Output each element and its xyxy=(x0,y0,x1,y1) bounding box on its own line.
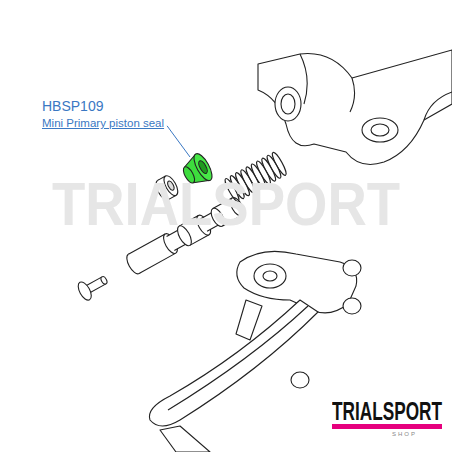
pivot-boss xyxy=(362,118,398,142)
lever-blade xyxy=(149,300,318,426)
body-detail xyxy=(300,54,452,120)
part-number: HBSP109 xyxy=(42,99,103,114)
part-name: Mini Primary piston seal xyxy=(42,117,164,130)
leader-line xyxy=(167,126,190,157)
bore xyxy=(275,87,301,121)
logo-text: TRIALSPORT xyxy=(332,397,442,426)
master-cylinder-body xyxy=(258,50,452,164)
lever-tail xyxy=(160,426,210,452)
reach-knob xyxy=(291,372,309,388)
clamp-boss xyxy=(254,264,286,288)
pivot-hole xyxy=(371,124,389,136)
bore-inner xyxy=(281,94,295,114)
adjust-knob xyxy=(343,260,361,276)
reach-arm xyxy=(236,300,262,340)
watermark: TRIALSPORT xyxy=(52,170,400,238)
adjust-knob xyxy=(343,298,361,314)
clamp-hole xyxy=(263,271,277,281)
push-bolt xyxy=(76,270,111,302)
logo-subtext: SHOP xyxy=(392,431,417,438)
lever-blade-edge xyxy=(168,306,308,410)
